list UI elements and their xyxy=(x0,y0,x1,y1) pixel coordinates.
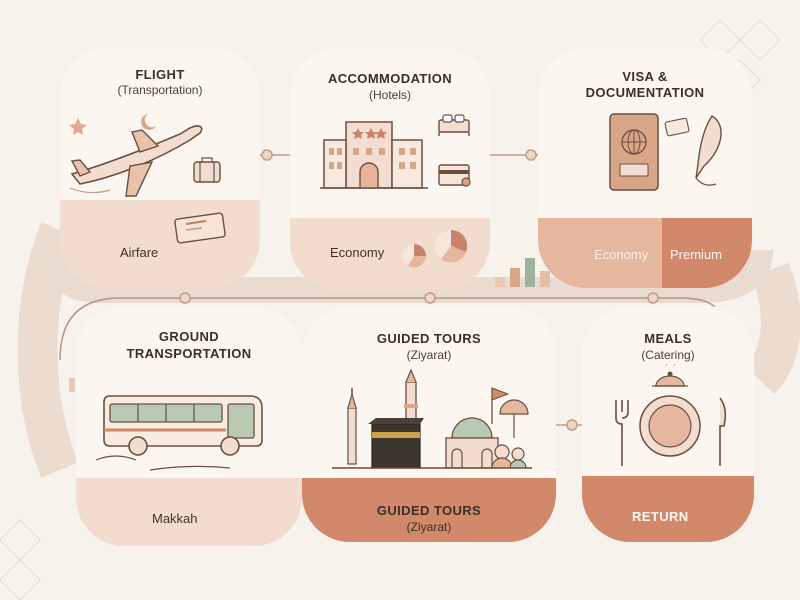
flight-band-label: Airfare xyxy=(120,245,159,260)
connector-dot xyxy=(525,149,537,161)
connector-dot xyxy=(566,419,578,431)
passport-icon xyxy=(609,113,722,191)
flight-subtitle: (Transportation) xyxy=(117,83,203,97)
ground-band-label: Makkah xyxy=(152,511,198,526)
meals-title: MEALS xyxy=(644,331,692,346)
connector-dot xyxy=(647,292,659,304)
bed-icon xyxy=(438,114,470,136)
visa-band-light xyxy=(538,218,662,288)
airplane-icon xyxy=(69,114,221,197)
ticket-icon xyxy=(174,212,226,244)
step-flight-card: FLIGHT (Transportation) Airfare xyxy=(60,48,260,288)
tours-subtitle: (Ziyarat) xyxy=(406,348,452,362)
tours-band xyxy=(302,478,556,542)
flight-band xyxy=(60,200,260,288)
connector-dot xyxy=(261,149,273,161)
cloche-icon xyxy=(615,364,727,466)
connector-dot xyxy=(179,292,191,304)
step-meals-card: MEALS (Catering) RETURN xyxy=(582,306,754,542)
connector-dot xyxy=(424,292,436,304)
meals-band-label: RETURN xyxy=(632,509,689,524)
meals-band xyxy=(582,476,754,542)
hotel-icon xyxy=(320,121,428,189)
step-visa-card: VISA & DOCUMENTATION Economy Premium xyxy=(538,48,752,288)
ground-title-line2: TRANSPORTATION xyxy=(126,346,252,361)
tours-title: GUIDED TOURS xyxy=(376,331,482,346)
visa-title-line1: VISA & xyxy=(622,69,668,84)
visa-band-left: Economy xyxy=(594,247,649,262)
keycard-icon xyxy=(438,164,471,187)
bus-icon xyxy=(95,395,263,471)
pie-chart-icon xyxy=(402,229,468,268)
visa-band-right: Premium xyxy=(670,247,723,262)
step-accommodation-card: ACCOMMODATION (Hotels) xyxy=(290,48,490,290)
flight-title: FLIGHT xyxy=(135,67,185,82)
ground-title-line1: GROUND xyxy=(158,329,220,344)
flow-curve-right xyxy=(745,262,800,395)
accommodation-title: ACCOMMODATION xyxy=(327,71,453,86)
visa-band-dark xyxy=(662,218,752,288)
accommodation-band-label: Economy xyxy=(330,245,385,260)
accommodation-subtitle: (Hotels) xyxy=(368,88,411,102)
meals-subtitle: (Catering) xyxy=(641,348,695,362)
step-ground-card: GROUND TRANSPORTATION Makkah xyxy=(76,306,302,546)
ground-band xyxy=(76,478,302,546)
visa-title-line2: DOCUMENTATION xyxy=(585,85,705,100)
step-tours-card: GUIDED TOURS (Ziyarat) GUIDE xyxy=(302,306,556,542)
tours-band-subtitle: (Ziyarat) xyxy=(406,520,452,534)
tours-band-title: GUIDED TOURS xyxy=(376,503,482,518)
kaaba-icon xyxy=(332,368,532,469)
